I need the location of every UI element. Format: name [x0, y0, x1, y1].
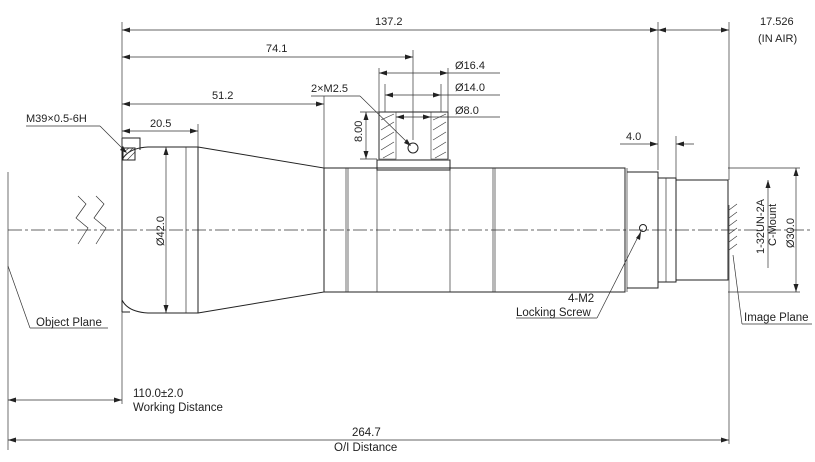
dim-mount-diameter: Ø30.0	[785, 218, 797, 248]
locking-screw-count: 4-M2	[568, 293, 594, 305]
working-distance-label: Working Distance	[133, 402, 223, 414]
dim-boss-outer: Ø16.4	[455, 60, 485, 72]
dim-working-distance: 110.0±2.0	[133, 388, 183, 400]
dim-to-boss: 74.1	[266, 43, 287, 55]
dim-front-segment: 20.5	[150, 118, 171, 130]
oi-distance-label: O/I Distance	[334, 442, 397, 454]
boss-screws-label: 2×M2.5	[311, 83, 348, 95]
mount-thread-label: 1-32UN-2A	[755, 198, 767, 254]
top-boss	[376, 111, 451, 171]
dim-flange-gap: 4.0	[626, 131, 641, 143]
lens-body	[121, 137, 738, 314]
dim-overall: 137.2	[375, 16, 403, 28]
dim-boss-inner: Ø8.0	[455, 105, 479, 117]
dim-back-focal: 17.526	[760, 16, 794, 28]
break-symbol	[75, 195, 89, 245]
image-plane-label: Image Plane	[744, 312, 809, 324]
object-plane-label: Object Plane	[36, 317, 102, 329]
dim-oi-distance: 264.7	[352, 427, 381, 439]
dim-boss-mid: Ø14.0	[455, 82, 485, 94]
front-thread-label: M39×0.5-6H	[26, 113, 87, 125]
mount-type-label: C-Mount	[767, 204, 779, 246]
locking-screw-label: Locking Screw	[516, 307, 591, 319]
dim-boss-height: 8.00	[353, 121, 365, 142]
dim-to-taper: 51.2	[212, 90, 233, 102]
dim-back-focal-note: (IN AIR)	[758, 33, 797, 45]
dim-front-diameter: Ø42.0	[155, 216, 167, 246]
